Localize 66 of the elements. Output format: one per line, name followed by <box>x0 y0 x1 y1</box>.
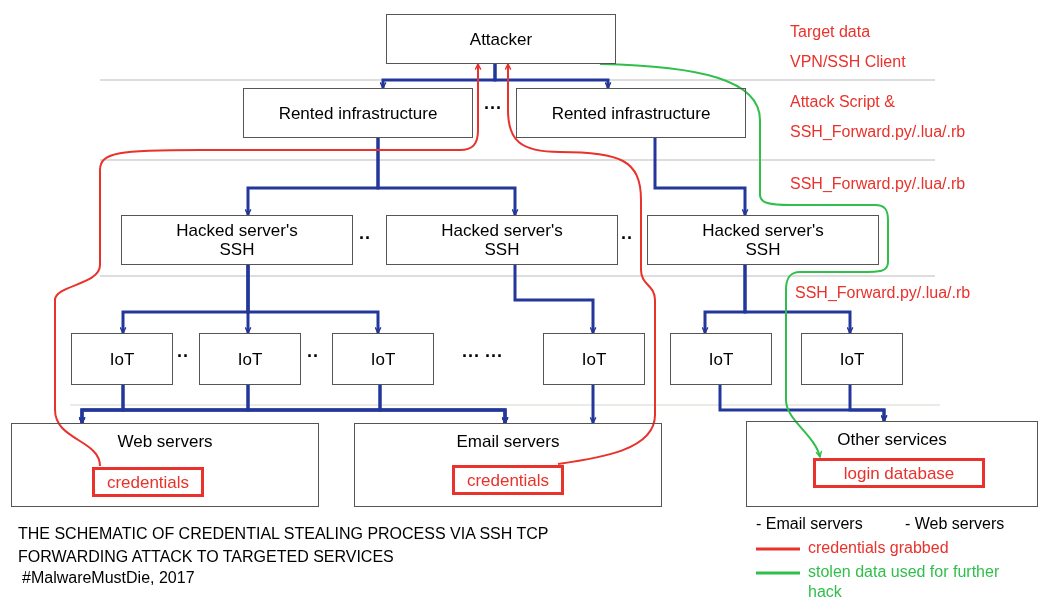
node-label: IoT <box>838 349 866 369</box>
note-text: - Email servers <box>756 514 863 534</box>
connector-arrow <box>513 265 597 334</box>
note-text: Attack Script & <box>790 92 895 112</box>
node-label: IoT <box>580 349 608 369</box>
flow-arrow <box>54 63 482 467</box>
node-box <box>543 333 645 385</box>
node-box <box>647 215 879 265</box>
node-label: Hacked server's SSH <box>701 221 825 259</box>
node-box <box>71 333 173 385</box>
node-label: credentials <box>465 470 551 490</box>
ellipsis-mark: ··· ··· <box>462 346 503 366</box>
ellipsis-mark: ··· <box>484 98 502 118</box>
node-box <box>121 215 353 265</box>
data-box <box>813 458 985 488</box>
note-text: VPN/SSH Client <box>790 52 906 72</box>
node-label: Rented infrastructure <box>550 103 712 123</box>
node-box <box>386 215 618 265</box>
node-box <box>332 333 434 385</box>
node-label: login database <box>842 463 956 483</box>
node-label: Web servers <box>116 432 214 451</box>
service-box <box>11 423 319 507</box>
legend-text: stolen data used for further hack <box>808 562 1001 602</box>
node-label: credentials <box>105 472 191 492</box>
ellipsis-mark: ·· <box>359 228 371 248</box>
connector-arrow <box>653 138 749 216</box>
connector-arrow <box>743 265 854 334</box>
node-box <box>243 88 473 138</box>
flow-arrow <box>504 63 656 465</box>
node-box <box>670 333 772 385</box>
note-text: SSH_Forward.py/.lua/.rb <box>790 174 966 194</box>
connector-arrow <box>376 138 519 216</box>
node-label: IoT <box>707 349 735 369</box>
node-box <box>199 333 301 385</box>
node-label: Hacked server's SSH <box>440 221 564 259</box>
node-label: IoT <box>108 349 136 369</box>
connector-arrow <box>493 64 612 89</box>
node-box <box>516 88 746 138</box>
node-label: Attacker <box>468 29 534 49</box>
connector-arrow <box>246 265 382 334</box>
connector-arrow <box>589 385 597 424</box>
node-box <box>801 333 903 385</box>
connector-arrow <box>848 385 888 422</box>
service-box <box>746 421 1038 507</box>
node-label: IoT <box>369 349 397 369</box>
node-label: Email servers <box>455 432 561 451</box>
note-text: SSH_Forward.py/.lua/.rb <box>795 283 971 303</box>
ellipsis-mark: ·· <box>177 346 189 366</box>
node-label: IoT <box>236 349 264 369</box>
node-box <box>386 14 616 64</box>
node-label: Hacked server's SSH <box>175 221 299 259</box>
flow-arrow <box>599 63 889 458</box>
node-label: Other services <box>836 430 948 449</box>
caption-text: THE SCHEMATIC OF CREDENTIAL STEALING PROCESS VIA SSH TCP FORWARDING ATTACK TO TARGETED SERVICES <box>18 524 550 567</box>
service-box <box>354 423 662 507</box>
note-text: #MalwareMustDie, 2017 <box>22 568 195 588</box>
note-text: Target data <box>790 22 871 42</box>
note-text: - Web servers <box>905 514 1005 534</box>
ellipsis-mark: ·· <box>621 228 633 248</box>
data-box <box>92 467 204 497</box>
ellipsis-mark: ·· <box>307 346 319 366</box>
note-text: SSH_Forward.py/.lua/.rb <box>790 122 966 142</box>
node-label: Rented infrastructure <box>277 103 439 123</box>
legend-text: credentials grabbed <box>808 538 950 558</box>
data-box <box>452 465 564 495</box>
connector-arrow <box>378 385 509 424</box>
